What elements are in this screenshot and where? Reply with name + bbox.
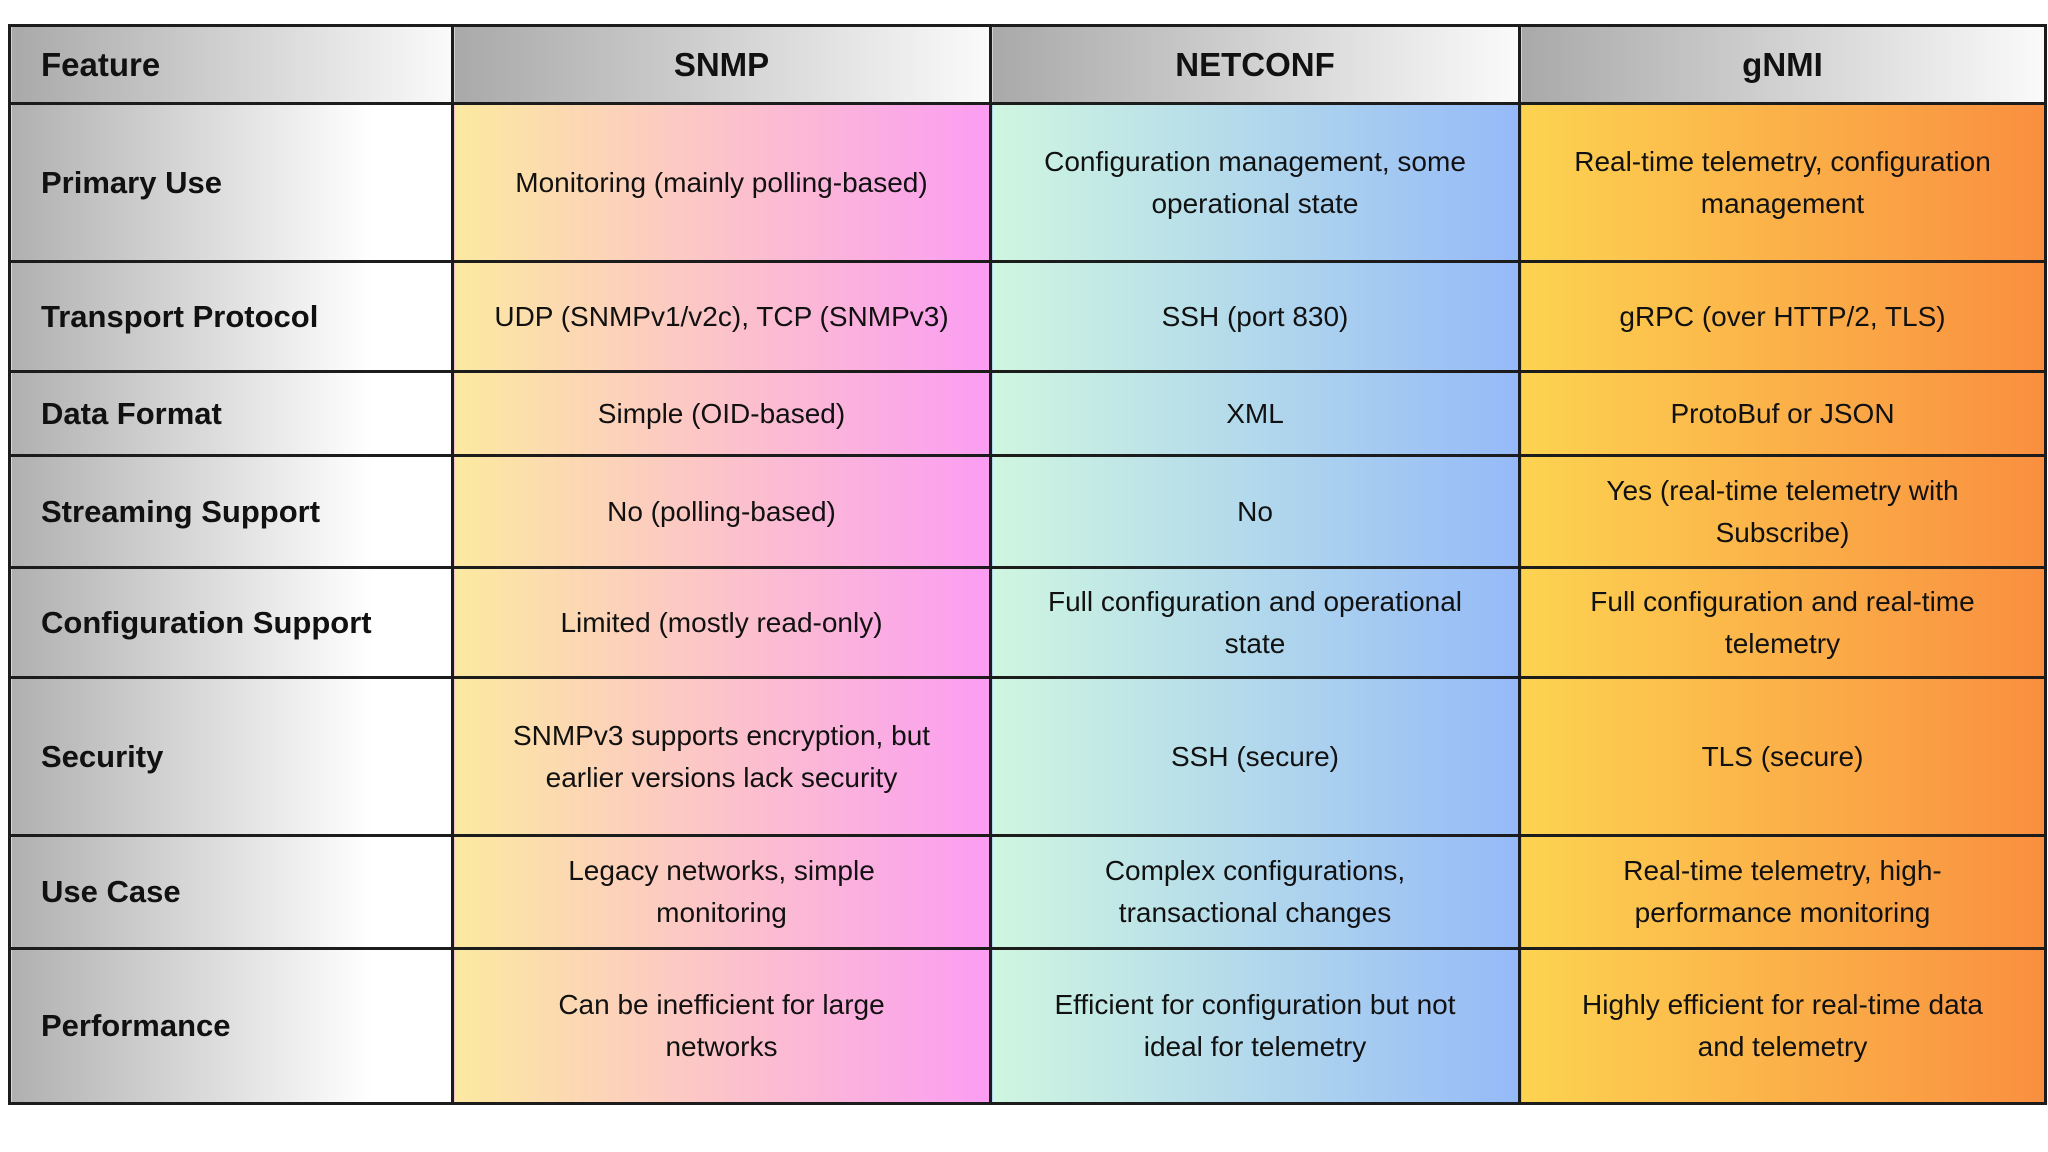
cell-performance-snmp: Can be inefficient for large networks bbox=[451, 947, 992, 1105]
row-label-transport-protocol: Transport Protocol bbox=[8, 260, 454, 373]
cell-transport-protocol-snmp: UDP (SNMPv1/v2c), TCP (SNMPv3) bbox=[451, 260, 992, 373]
row-label-use-case: Use Case bbox=[8, 834, 454, 950]
table-row-data-format: Data Format Simple (OID-based) XML Proto… bbox=[8, 370, 2047, 457]
row-label-security: Security bbox=[8, 676, 454, 837]
table-row-security: Security SNMPv3 supports encryption, but… bbox=[8, 676, 2047, 837]
row-label-configuration-support: Configuration Support bbox=[8, 566, 454, 679]
table-row-use-case: Use Case Legacy networks, simple monitor… bbox=[8, 834, 2047, 950]
row-label-streaming-support: Streaming Support bbox=[8, 454, 454, 569]
cell-data-format-gnmi: ProtoBuf or JSON bbox=[1518, 370, 2047, 457]
cell-primary-use-gnmi: Real-time telemetry, configuration manag… bbox=[1518, 102, 2047, 263]
cell-streaming-support-netconf: No bbox=[989, 454, 1521, 569]
cell-security-snmp: SNMPv3 supports encryption, but earlier … bbox=[451, 676, 992, 837]
cell-streaming-support-snmp: No (polling-based) bbox=[451, 454, 992, 569]
cell-primary-use-snmp: Monitoring (mainly polling-based) bbox=[451, 102, 992, 263]
table-row-primary-use: Primary Use Monitoring (mainly polling-b… bbox=[8, 102, 2047, 263]
cell-configuration-support-snmp: Limited (mostly read-only) bbox=[451, 566, 992, 679]
cell-configuration-support-netconf: Full configuration and operational state bbox=[989, 566, 1521, 679]
cell-transport-protocol-gnmi: gRPC (over HTTP/2, TLS) bbox=[1518, 260, 2047, 373]
header-row: Feature SNMP NETCONF gNMI bbox=[8, 24, 2047, 105]
row-label-performance: Performance bbox=[8, 947, 454, 1105]
cell-streaming-support-gnmi: Yes (real-time telemetry with Subscribe) bbox=[1518, 454, 2047, 569]
cell-data-format-snmp: Simple (OID-based) bbox=[451, 370, 992, 457]
column-header-snmp: SNMP bbox=[451, 24, 992, 105]
cell-transport-protocol-netconf: SSH (port 830) bbox=[989, 260, 1521, 373]
cell-use-case-snmp: Legacy networks, simple monitoring bbox=[451, 834, 992, 950]
column-header-feature: Feature bbox=[8, 24, 454, 105]
cell-configuration-support-gnmi: Full configuration and real-time telemet… bbox=[1518, 566, 2047, 679]
cell-use-case-gnmi: Real-time telemetry, high- performance m… bbox=[1518, 834, 2047, 950]
protocol-comparison-table: Feature SNMP NETCONF gNMI Primary Use Mo… bbox=[8, 24, 2047, 1105]
column-header-gnmi: gNMI bbox=[1518, 24, 2047, 105]
row-label-data-format: Data Format bbox=[8, 370, 454, 457]
cell-primary-use-netconf: Configuration management, some operation… bbox=[989, 102, 1521, 263]
table-row-transport-protocol: Transport Protocol UDP (SNMPv1/v2c), TCP… bbox=[8, 260, 2047, 373]
table-row-streaming-support: Streaming Support No (polling-based) No … bbox=[8, 454, 2047, 569]
column-header-netconf: NETCONF bbox=[989, 24, 1521, 105]
row-label-primary-use: Primary Use bbox=[8, 102, 454, 263]
table-row-performance: Performance Can be inefficient for large… bbox=[8, 947, 2047, 1105]
cell-security-gnmi: TLS (secure) bbox=[1518, 676, 2047, 837]
cell-performance-gnmi: Highly efficient for real-time data and … bbox=[1518, 947, 2047, 1105]
cell-use-case-netconf: Complex configurations, transactional ch… bbox=[989, 834, 1521, 950]
cell-security-netconf: SSH (secure) bbox=[989, 676, 1521, 837]
table-row-configuration-support: Configuration Support Limited (mostly re… bbox=[8, 566, 2047, 679]
cell-performance-netconf: Efficient for configuration but not idea… bbox=[989, 947, 1521, 1105]
cell-data-format-netconf: XML bbox=[989, 370, 1521, 457]
